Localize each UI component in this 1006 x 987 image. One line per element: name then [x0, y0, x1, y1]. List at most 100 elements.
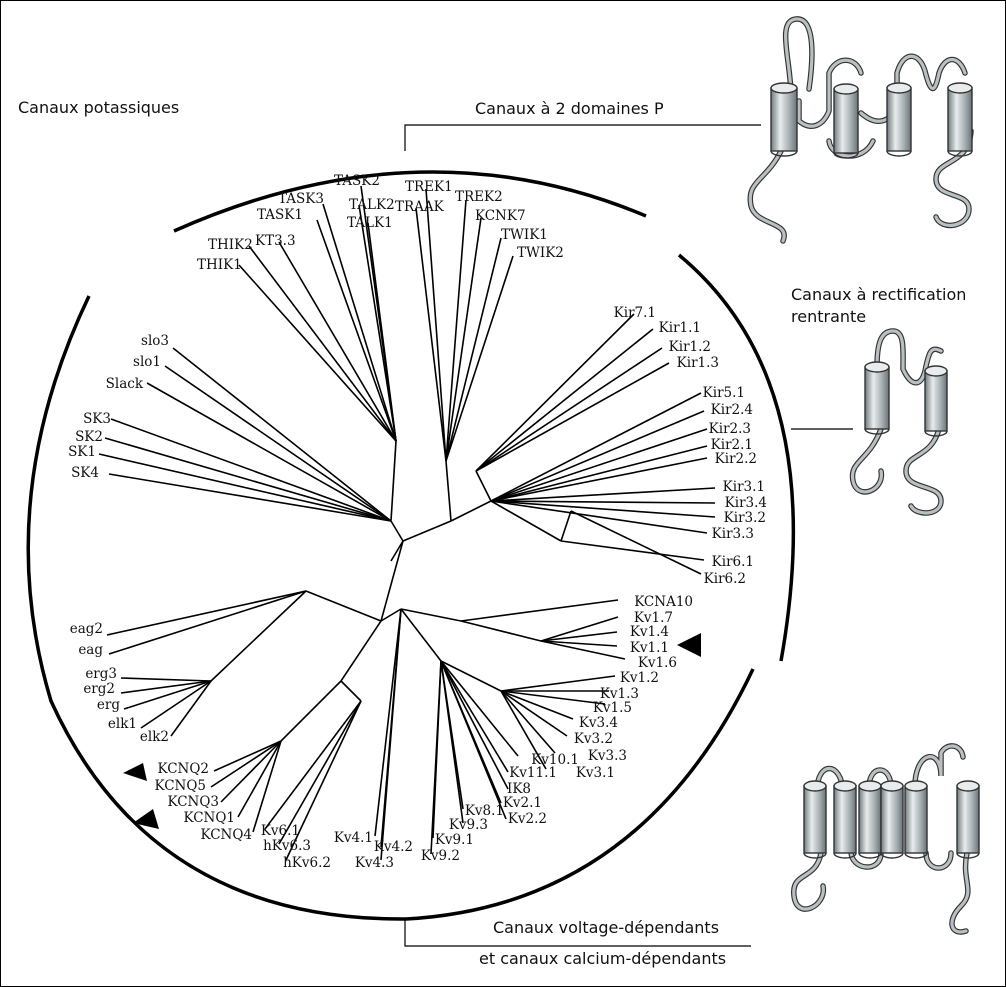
leaf-label-hkv62: hKv6.2 — [283, 855, 331, 871]
leaf-label-erg: erg — [97, 697, 120, 713]
branch-kv11 — [540, 640, 618, 647]
branch-kv61 — [264, 700, 362, 830]
internal-branch-4 — [445, 460, 452, 522]
branch-kv32 — [500, 690, 568, 737]
leaf-label-kv12: Kv1.2 — [620, 670, 659, 686]
branch-kv17 — [540, 616, 619, 642]
branch-eag2 — [106, 590, 307, 636]
branch-kt33 — [278, 241, 397, 442]
internal-branch-12 — [380, 608, 402, 622]
leaf-label-elk1: elk1 — [108, 716, 137, 732]
branch-kv41 — [374, 608, 402, 837]
kir-helix-2 — [924, 365, 948, 437]
kv-helix-6 — [956, 780, 980, 859]
leaf-label-kir34: Kir3.4 — [725, 495, 767, 511]
internal-branch-17 — [440, 660, 502, 692]
leaf-label-kcnq4: KCNQ4 — [200, 827, 252, 843]
branch-kcnq1 — [237, 740, 282, 818]
leaf-label-kir23: Kir2.3 — [709, 421, 751, 437]
branch-erg3 — [120, 677, 212, 682]
branch-kcnk7 — [445, 217, 482, 462]
branch-kir34 — [490, 500, 716, 504]
leaf-label-kir12: Kir1.2 — [669, 339, 711, 355]
leaf-label-talk1: TALK1 — [347, 215, 393, 231]
branch-kv111 — [440, 660, 509, 773]
kv-helix-4 — [880, 780, 904, 859]
branch-kir12 — [475, 347, 663, 472]
internal-branch-0 — [390, 540, 404, 562]
branch-kv43 — [380, 608, 402, 861]
branch-twik1 — [445, 237, 502, 462]
branch-slo1 — [164, 365, 392, 522]
branch-hkv62 — [285, 700, 362, 861]
branch-kir33 — [490, 500, 708, 534]
kv-helix-2 — [833, 780, 857, 859]
branch-kir62 — [570, 510, 702, 575]
leaf-label-kcna10: KCNA10 — [634, 594, 693, 610]
branch-kv92 — [430, 660, 442, 855]
leaf-label-kv93: Kv9.3 — [449, 817, 488, 833]
leaf-label-task2: TASK2 — [334, 173, 380, 189]
leaf-label-kv33: Kv3.3 — [588, 748, 627, 764]
two-p-helix-3 — [886, 82, 912, 157]
leaf-label-kv92: Kv9.2 — [421, 848, 460, 864]
leaf-label-ik8: IK8 — [507, 781, 531, 797]
branch-sk1 — [98, 453, 392, 522]
internal-branch-14 — [400, 608, 462, 622]
branch-kv33 — [500, 690, 556, 754]
branch-slo3 — [172, 347, 392, 522]
leaf-label-eag2: eag2 — [70, 621, 103, 637]
leaf-label-kv91: Kv9.1 — [435, 832, 474, 848]
leaf-label-kv101: Kv10.1 — [531, 752, 579, 768]
kv-helix-1 — [803, 780, 827, 859]
branch-kv12 — [500, 675, 616, 692]
internal-branch-18 — [280, 680, 342, 742]
connector-kv — [404, 919, 751, 947]
leaf-label-kv21: Kv2.1 — [503, 795, 542, 811]
leaf-label-slo1: slo1 — [133, 354, 161, 370]
leaf-label-kv11: Kv1.1 — [630, 640, 669, 656]
leaf-label-twik2: TWIK2 — [517, 245, 564, 261]
topology-voltage-gated — [791, 743, 980, 935]
group-label-inward-rectifier-2: rentrante — [791, 307, 867, 326]
leaf-label-kv61: Kv6.1 — [261, 823, 300, 839]
internal-branch-1 — [390, 520, 404, 542]
group-label-voltage-gated: Canaux voltage-dépendants — [493, 918, 720, 937]
two-p-helix-2 — [833, 83, 859, 159]
internal-branch-2 — [390, 440, 397, 522]
branch-kir21 — [490, 445, 708, 502]
leaf-label-kcnq5: KCNQ5 — [154, 778, 206, 794]
leaf-label-kir51: Kir5.1 — [703, 385, 745, 401]
leaf-label-task1: TASK1 — [257, 207, 303, 223]
topology-two-p-domains — [747, 16, 974, 244]
branch-kir23 — [490, 428, 708, 502]
branch-eag — [108, 590, 307, 655]
leaf-label-kv111: Kv11.1 — [509, 765, 557, 781]
branch-kv34 — [500, 690, 574, 720]
leaf-label-kcnk7: KCNK7 — [475, 208, 526, 224]
internal-branch-19 — [340, 680, 362, 702]
branch-kir61 — [560, 540, 705, 561]
leaf-label-kir21: Kir2.1 — [711, 437, 753, 453]
channel-topology-icons — [747, 16, 980, 935]
branch-kir13 — [475, 362, 670, 472]
leaf-label-thik1: THIK1 — [197, 257, 242, 273]
internal-branch-10 — [305, 590, 382, 622]
group-label-inward-rectifier: Canaux à rectification — [791, 285, 967, 304]
branch-elk2 — [170, 680, 212, 737]
branch-erg2 — [120, 680, 212, 694]
branch-task3 — [322, 203, 397, 442]
internal-branch-15 — [460, 620, 542, 642]
leaf-label-erg3: erg3 — [85, 666, 117, 682]
leaf-label-kir31: Kir3.1 — [723, 479, 765, 495]
internal-branch-16 — [400, 608, 442, 662]
leaf-label-kir71: Kir7.1 — [614, 305, 656, 321]
arc-kir — [677, 253, 796, 662]
leaf-label-kv34: Kv3.4 — [579, 715, 618, 731]
branch-kcnq5 — [210, 740, 282, 788]
leaf-label-hkv63: hKv6.3 — [263, 838, 311, 854]
internal-branch-7 — [490, 500, 562, 542]
leaf-label-talk2: TALK2 — [349, 197, 395, 213]
leaf-label-slo3: slo3 — [141, 333, 169, 349]
branch-thik2 — [248, 245, 397, 442]
